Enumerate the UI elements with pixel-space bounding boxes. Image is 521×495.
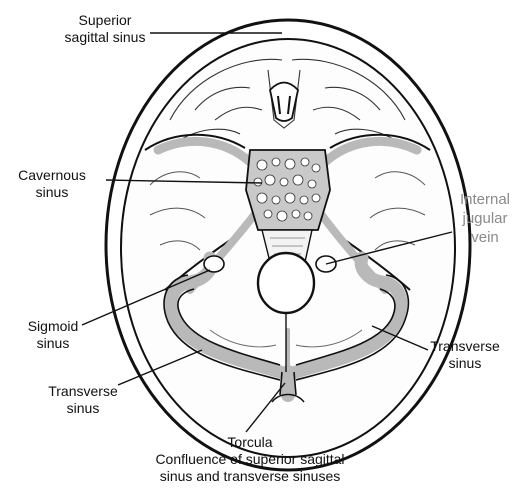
label-superior-sagittal-sinus-line1: Superior [55, 12, 155, 29]
label-transverse-sinus-left-line1: Transverse [38, 383, 128, 400]
label-internal-jugular-vein-line1: Internal [450, 190, 520, 209]
label-superior-sagittal-sinus: Superior sagittal sinus [55, 12, 155, 46]
label-transverse-sinus-left-line2: sinus [38, 400, 128, 417]
label-transverse-sinus-left: Transverse sinus [38, 383, 128, 417]
label-transverse-sinus-right-line1: Transverse [420, 338, 510, 355]
label-internal-jugular-vein: Internal jugular vein [450, 190, 520, 247]
label-cavernous-sinus-line1: Cavernous [2, 167, 102, 184]
label-sigmoid-sinus: Sigmoid sinus [18, 318, 88, 352]
label-torcula-line1: Torcula [100, 434, 400, 451]
label-internal-jugular-vein-line2: jugular [450, 209, 520, 228]
label-sigmoid-sinus-line2: sinus [18, 335, 88, 352]
label-transverse-sinus-right-line2: sinus [420, 355, 510, 372]
label-cavernous-sinus: Cavernous sinus [2, 167, 102, 201]
label-cavernous-sinus-line2: sinus [2, 184, 102, 201]
label-torcula-line3: sinus and transverse sinuses [100, 468, 400, 485]
label-internal-jugular-vein-line3: vein [450, 228, 520, 247]
label-superior-sagittal-sinus-line2: sagittal sinus [55, 29, 155, 46]
foramen-magnum [258, 253, 314, 313]
label-transverse-sinus-right: Transverse sinus [420, 338, 510, 372]
cavernous-sinus-region [246, 150, 330, 230]
label-torcula-line2: Confluence of superior sagittal [100, 451, 400, 468]
label-torcula: Torcula Confluence of superior sagittal … [100, 434, 400, 485]
label-sigmoid-sinus-line1: Sigmoid [18, 318, 88, 335]
